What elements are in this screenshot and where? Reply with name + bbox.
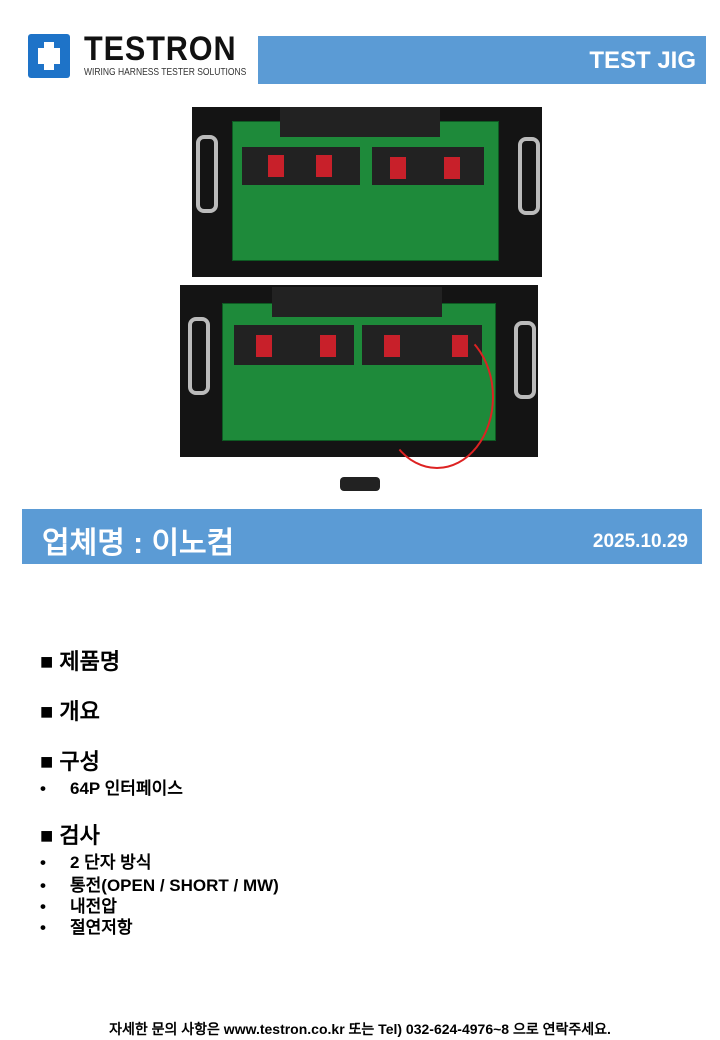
terminal-block xyxy=(234,325,354,365)
handle xyxy=(188,317,210,395)
testron-logo: TESTRON WIRING HARNESS TESTER SOLUTIONS xyxy=(28,30,246,80)
terminal-block xyxy=(242,147,360,185)
alligator-clip xyxy=(340,477,380,491)
list-item: •통전(OPEN / SHORT / MW) xyxy=(40,876,279,895)
doc-title: TEST JIG xyxy=(589,47,696,74)
logo-mark-icon xyxy=(28,34,70,78)
list-item: •2 단자 방식 xyxy=(40,853,152,872)
logo-name: TESTRON xyxy=(84,30,237,68)
connector xyxy=(272,287,442,317)
document-date: 2025.10.29 xyxy=(592,531,688,552)
terminal-block xyxy=(372,147,484,185)
pcb-board xyxy=(232,121,499,261)
company-bar: 업체명 : 이노컴 2025.10.29 xyxy=(22,509,702,564)
section-product-name: ■ 제품명 xyxy=(40,649,121,674)
list-item: •절연저항 xyxy=(40,918,133,937)
company-name: 업체명 : 이노컴 xyxy=(42,527,235,560)
handle xyxy=(518,137,540,215)
connector xyxy=(280,107,440,137)
test-lead xyxy=(380,325,494,469)
list-item: •내전압 xyxy=(40,897,117,916)
contact-footer: 자세한 문의 사항은 www.testron.co.kr 또는 Tel) 032… xyxy=(109,1021,611,1037)
section-inspection: ■ 검사 xyxy=(40,823,100,848)
title-bar: TEST JIG xyxy=(258,36,706,84)
handle xyxy=(196,135,218,213)
product-photo xyxy=(180,95,550,505)
list-item: •64P 인터페이스 xyxy=(40,779,183,798)
handle xyxy=(514,321,536,399)
section-composition: ■ 구성 xyxy=(40,749,100,774)
logo-tagline: WIRING HARNESS TESTER SOLUTIONS xyxy=(84,67,247,78)
section-overview: ■ 개요 xyxy=(40,699,100,724)
